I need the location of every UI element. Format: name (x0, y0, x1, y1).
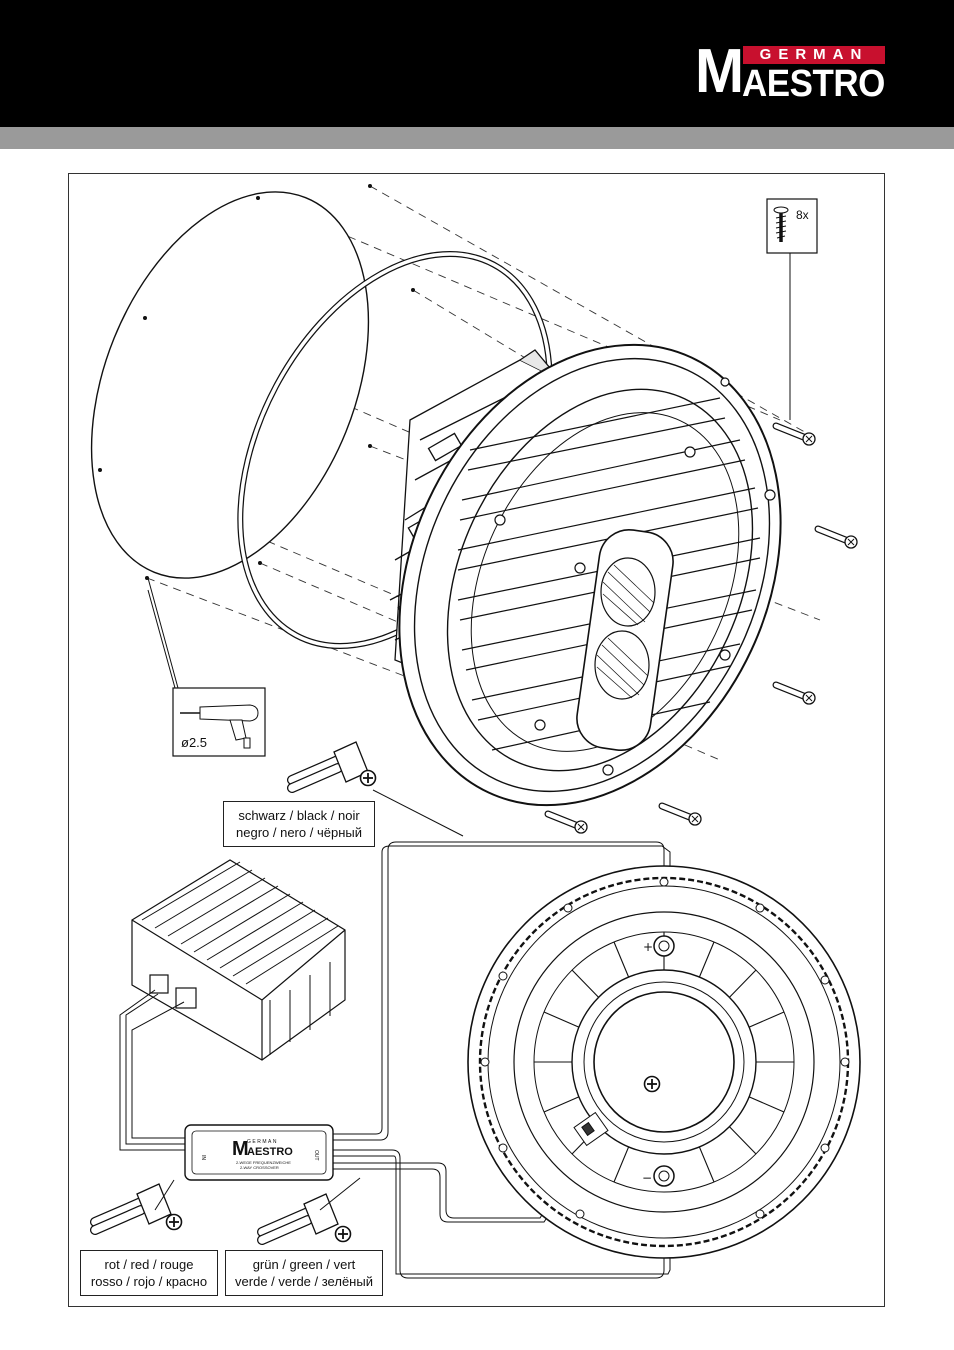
crossover-out-label: OUT (313, 1150, 319, 1161)
speaker-front (398, 343, 782, 807)
black-wire-label-line2: negro / nero / чёрный (236, 825, 362, 840)
plus-terminal-label: + (643, 940, 653, 954)
speaker-wires (333, 841, 671, 1279)
drill-icon (180, 704, 259, 749)
crossover-desc-2: 2-WAY CROSSOVER (240, 1165, 279, 1170)
screw-count: 8x (796, 208, 809, 222)
black-cable (292, 742, 464, 837)
red-cable (95, 1180, 183, 1230)
green-wire-label-line1: grün / green / vert (252, 1257, 356, 1272)
red-wire-label-line2: rosso / rojo / красно (90, 1274, 208, 1289)
grey-band (0, 127, 954, 149)
black-wire-label-line1: schwarz / black / noir (238, 808, 360, 823)
green-cable (262, 1177, 361, 1242)
logo-letter-m: M (695, 37, 744, 106)
logo-german: GERMAN (743, 46, 885, 64)
inline-crossover: M GERMAN AESTRO 2-WEGE FREQUENZWEICHE 2-… (184, 1124, 334, 1181)
crossover-heatsink (131, 859, 346, 1061)
screw-kit-box (766, 198, 818, 420)
heatsink-wires (119, 989, 185, 1151)
grille-cover (90, 191, 370, 580)
speaker-rear: + − (467, 865, 861, 1259)
red-wire-label-line1: rot / red / rouge (104, 1257, 194, 1272)
crossover-in-label: IN (200, 1155, 206, 1160)
german-maestro-logo: M GERMAN AESTRO (695, 37, 887, 106)
green-wire-label: grün / green / vert verde / verde / зелё… (225, 1250, 383, 1296)
crossover-logo-m: M (232, 1138, 249, 1160)
crossover-logo-aestro: AESTRO (247, 1146, 293, 1158)
logo-aestro: AESTRO (742, 63, 885, 105)
black-wire-label: schwarz / black / noir negro / nero / чё… (223, 801, 375, 847)
crossover-desc-1: 2-WEGE FREQUENZWEICHE (236, 1160, 291, 1165)
red-wire-label: rot / red / rouge rosso / rojo / красно (80, 1250, 218, 1296)
green-wire-label-line2: verde / verde / зелёный (235, 1274, 373, 1289)
header-bar: M GERMAN AESTRO (0, 0, 954, 127)
screw-icon (773, 206, 789, 242)
negative-terminal (653, 1165, 675, 1187)
crossover-logo-german: GERMAN (247, 1139, 278, 1145)
diagram-frame (68, 173, 885, 1307)
positive-terminal (653, 935, 675, 957)
drill-box (147, 577, 266, 757)
drill-diameter: ø2.5 (181, 735, 208, 750)
minus-terminal-label: − (642, 1171, 652, 1185)
